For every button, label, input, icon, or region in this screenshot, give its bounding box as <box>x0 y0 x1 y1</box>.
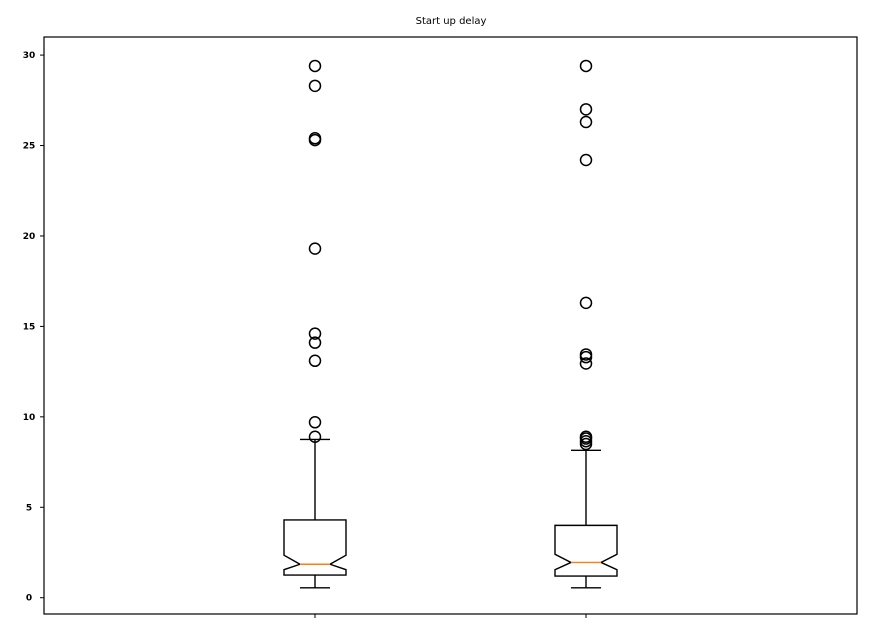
y-tick-label: 5 <box>26 503 32 513</box>
outlier-point <box>308 416 322 429</box>
outlier-point <box>308 336 322 349</box>
outlier-point <box>308 132 322 145</box>
box-body <box>554 524 618 577</box>
plot-layer: 0 5 10 15 20 25 30 <box>23 36 858 618</box>
outlier-point <box>308 59 322 73</box>
outlier-point <box>308 242 322 255</box>
outlier-point <box>579 350 593 364</box>
outlier-point <box>308 354 322 368</box>
chart-title: Start up delay <box>416 16 487 27</box>
outlier-point <box>308 79 322 93</box>
outlier-point <box>579 296 593 310</box>
outlier-point <box>579 430 593 443</box>
outlier-point <box>579 59 593 73</box>
outlier-point <box>308 327 322 340</box>
axes-frame <box>43 36 858 615</box>
outlier-point <box>579 153 593 167</box>
outlier-point <box>579 103 593 116</box>
outlier-point <box>579 348 593 361</box>
outlier-point <box>579 115 593 129</box>
y-tick-label: 25 <box>23 142 36 152</box>
y-tick-label: 15 <box>23 322 36 332</box>
outlier-point <box>579 357 593 370</box>
y-tick-label: 30 <box>23 51 36 61</box>
y-tick-label: 20 <box>23 232 36 242</box>
y-tick-label: 0 <box>26 594 32 604</box>
y-tick-label: 10 <box>23 413 36 423</box>
box-body <box>283 519 347 576</box>
outlier-point <box>308 430 322 443</box>
